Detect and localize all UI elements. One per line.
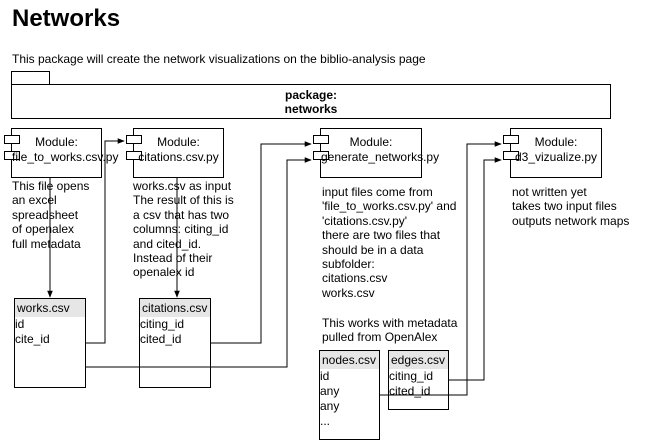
- module-name: file_to_works.csv.py: [12, 150, 119, 164]
- module-lug-bottom: [503, 151, 519, 160]
- table-row: cite_id: [15, 332, 50, 346]
- module-keyword: Module:: [349, 135, 393, 149]
- note-citations: works.csv as input The result of this is…: [133, 179, 234, 280]
- arrow-works-csv-to-generate-networks: [86, 157, 312, 368]
- table-header: citations.csv: [140, 299, 210, 317]
- table-edges-csv[interactable]: edges.csv citing_id cited_id: [388, 350, 449, 410]
- table-row: any: [320, 384, 340, 398]
- module-lug-bottom: [313, 151, 329, 160]
- module-d3-vizualize[interactable]: Module: d3_vizualize.py: [503, 128, 602, 178]
- module-file-to-works[interactable]: Module: file_to_works.csv.py: [4, 128, 119, 178]
- arrow-works-csv-to-citations-module: [86, 138, 125, 344]
- table-row: id: [15, 317, 25, 331]
- module-lug-bottom: [4, 151, 20, 160]
- module-name: d3_vizualize.py: [514, 150, 598, 164]
- table-nodes-csv[interactable]: nodes.csv id any any ...: [319, 350, 380, 440]
- module-keyword: Module:: [534, 135, 578, 149]
- arrow-citations-csv-to-generate-networks: [211, 141, 312, 344]
- table-header: nodes.csv: [320, 351, 379, 369]
- note-generate-networks: input files come from 'file_to_works.csv…: [322, 185, 457, 300]
- module-name: citations.csv.py: [138, 150, 219, 164]
- note-generate-networks-metadata: This works with metadata pulled from Ope…: [322, 316, 458, 345]
- package-name: networks: [284, 101, 338, 116]
- module-name: generate_networks.py: [321, 150, 440, 164]
- table-row: cited_id: [140, 332, 182, 346]
- table-works-csv[interactable]: works.csv id cite_id: [14, 298, 86, 388]
- module-lug-top: [503, 135, 519, 144]
- table-header: works.csv: [15, 299, 85, 317]
- note-d3-vizualize: not written yet takes two input files ou…: [512, 185, 630, 228]
- arrow-nodes-csv-to-d3: [380, 141, 502, 396]
- table-header: edges.csv: [389, 351, 448, 369]
- table-row: ...: [320, 414, 331, 428]
- package-networks[interactable]: package: networks: [11, 84, 611, 119]
- page-subtitle: This package will create the network vis…: [12, 52, 426, 66]
- module-generate-networks[interactable]: Module: generate_networks.py: [313, 128, 440, 178]
- page-title: Networks: [12, 5, 121, 32]
- module-keyword: Module:: [35, 135, 78, 149]
- table-row: citing_id: [140, 317, 185, 331]
- module-keyword: Module:: [157, 135, 200, 149]
- module-lug-top: [4, 135, 20, 144]
- table-row: citing_id: [389, 369, 434, 383]
- table-row: id: [320, 369, 330, 383]
- module-citations[interactable]: Module: citations.csv.py: [126, 128, 224, 178]
- table-row: any: [320, 399, 340, 413]
- module-lug-top: [126, 135, 142, 144]
- module-lug-bottom: [126, 151, 142, 160]
- note-file-to-works: This file opens an excel spreadsheet of …: [12, 179, 90, 251]
- arrow-edges-csv-to-d3: [449, 157, 502, 381]
- module-lug-top: [313, 135, 329, 144]
- package-keyword: package:: [284, 87, 338, 102]
- table-citations-csv[interactable]: citations.csv citing_id cited_id: [139, 298, 211, 388]
